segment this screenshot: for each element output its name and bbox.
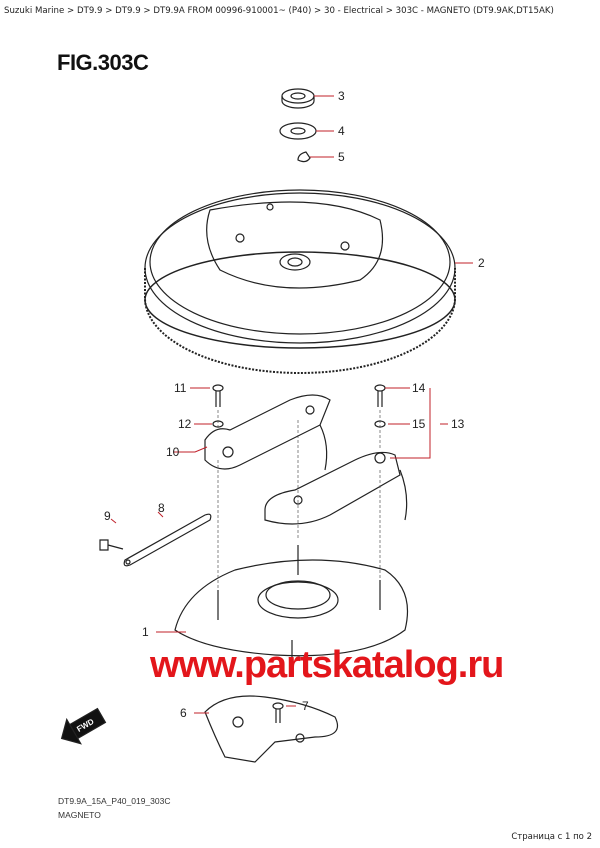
watermark: www.partskatalog.ru [150,644,504,686]
callout-10[interactable]: 10 [166,445,180,459]
drawing-code: DT9.9A_15A_P40_019_303C [58,796,171,806]
fwd-arrow-icon: FWD [60,707,107,745]
part-coil-13[interactable] [264,451,408,525]
callout-13[interactable]: 13 [451,417,465,431]
callout-2[interactable]: 2 [478,256,485,270]
callout-1[interactable]: 1 [142,625,149,639]
part-rod-8[interactable] [123,513,212,567]
part-screw-9[interactable] [99,539,124,551]
callout-14[interactable]: 14 [412,381,426,395]
pagination[interactable]: Страница с 1 по 2 [511,832,592,842]
part-plate-6[interactable] [204,695,339,763]
callout-6[interactable]: 6 [180,706,187,720]
part-screw-11[interactable] [212,384,224,407]
part-flywheel-2[interactable] [144,189,456,374]
callout-7[interactable]: 7 [302,699,309,713]
callout-5[interactable]: 5 [338,150,345,164]
part-nut-3[interactable] [281,88,315,109]
part-washer-4[interactable] [279,122,317,140]
callout-3[interactable]: 3 [338,89,345,103]
drawing-name: MAGNETO [58,810,101,820]
callout-4[interactable]: 4 [338,124,345,138]
figure-title: FIG.303C [57,50,149,75]
callout-11[interactable]: 11 [174,381,187,395]
callout-8[interactable]: 8 [158,501,165,515]
callout-15[interactable]: 15 [412,417,426,431]
part-base-1[interactable] [174,545,409,665]
part-key-5[interactable] [297,151,311,163]
part-screw-14[interactable] [374,384,386,407]
callout-12[interactable]: 12 [178,417,192,431]
callout-9[interactable]: 9 [104,509,111,523]
part-coil-10[interactable] [204,394,331,471]
breadcrumb[interactable]: Suzuki Marine > DT9.9 > DT9.9 > DT9.9A F… [4,6,554,16]
part-screw-7[interactable] [272,702,284,723]
